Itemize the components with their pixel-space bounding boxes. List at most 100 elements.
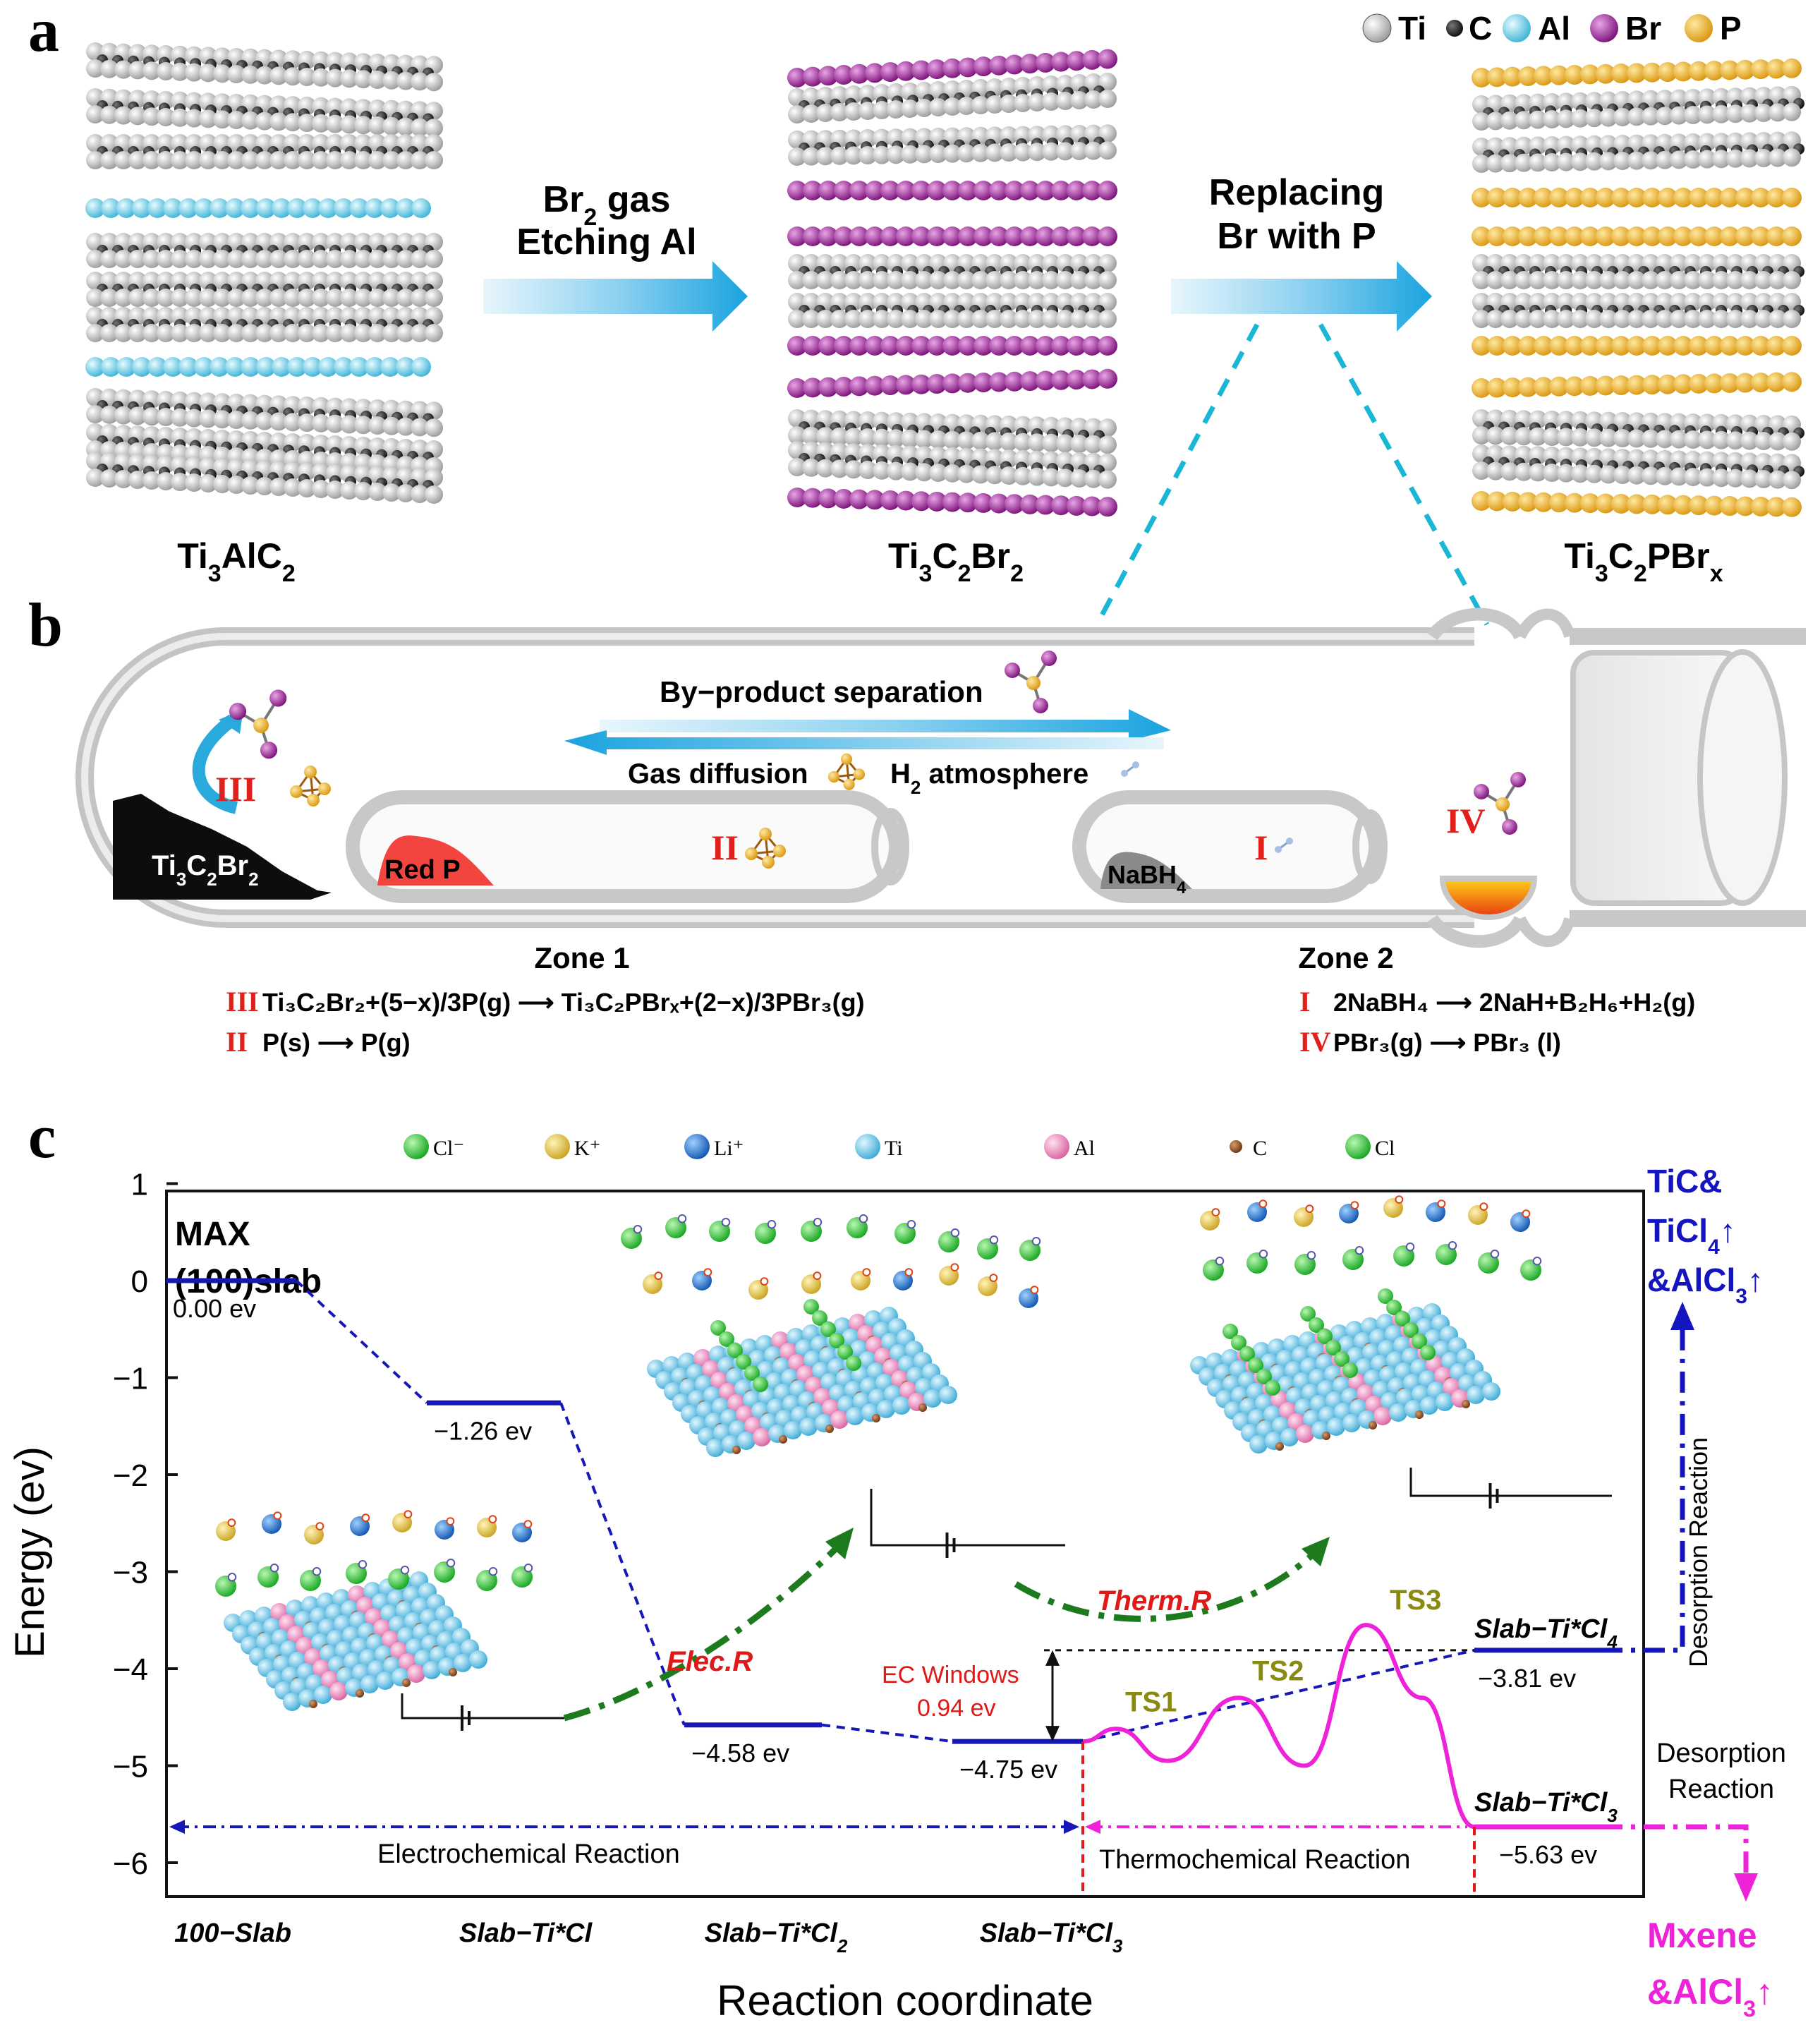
br-atom [1098,497,1117,517]
ti-atom [326,52,344,71]
al-atom [163,357,183,377]
circuit-wire [870,1489,1065,1547]
molecule-icons [229,651,1526,869]
legend-ion-ball [545,1134,570,1159]
step-ii-label: II [711,828,739,867]
c-atom [402,1679,411,1687]
ti-atom [1486,271,1505,289]
ti-atom [1712,469,1730,488]
p-atom [1673,374,1693,394]
ion-charge [721,1218,731,1227]
br-atom [1067,370,1086,390]
p-atom [1704,61,1724,81]
br-atom [818,226,838,246]
br-atom [973,336,993,356]
br-atom [787,488,807,507]
ti-atom [411,118,429,137]
ti-atom [298,479,316,497]
al-atom [101,357,121,377]
br-atom [1051,336,1071,356]
energy-level-label: −1.26 ev [434,1416,532,1445]
red-p-label: Red P [384,855,461,885]
ti-atom [213,250,231,268]
ti-atom [269,112,288,131]
ti-atom [298,114,316,132]
electrochemical-label: Electrochemical Reaction [377,1839,680,1869]
ti-atom [873,254,891,272]
y-tick-label: −6 [113,1846,148,1881]
ti-atom [1515,111,1533,130]
p-atom [1689,495,1709,516]
al-atom [272,198,291,218]
ti-atom [255,151,274,169]
ti-atom [368,116,387,135]
ti-atom [957,144,976,163]
zoom-line-right [1318,323,1490,626]
ti-atom [1627,429,1646,448]
ti-atom [844,310,863,328]
circuit-wire [1409,1468,1612,1497]
p-atom [1487,491,1507,512]
ti-atom [1482,1382,1500,1401]
ti-atom [114,406,133,425]
ti-atom [185,409,203,428]
ti-atom [1740,104,1759,123]
ion-charge [904,1268,914,1276]
br-atom [1020,181,1040,200]
ti-atom [298,250,316,268]
legend-c-text: C [1469,10,1492,47]
ion-charge [989,1274,998,1282]
br-atom [989,181,1009,200]
ti-atom [943,271,961,289]
h-atom [1132,761,1139,768]
c-atom [825,1425,834,1433]
ti-atom [368,151,387,169]
ti-atom [844,271,863,289]
structure-ti3alc2 [85,42,443,504]
p-atom [1549,492,1569,513]
ti-atom [971,96,990,114]
p-atom [1720,226,1740,246]
ti-atom [1042,468,1060,487]
reaction-iv-text: PBr₃(g) ⟶ PBr₃ (l) [1333,1028,1561,1057]
ti-atom [1056,469,1074,488]
ti-atom [1486,461,1505,480]
ti-atom [128,471,147,489]
ti-atom [1670,150,1688,169]
ti-atom [269,412,288,431]
p-atom [1720,373,1740,393]
cl-atom [1223,1324,1238,1339]
byproduct-text: By−product separation [660,675,983,708]
al-atom [225,357,245,377]
ti-atom [873,411,891,430]
h-atom [1121,770,1128,777]
ti-atom [1249,1435,1268,1453]
cl-atom [727,1343,743,1358]
ti-atom [340,151,358,169]
ion-charge [703,1268,712,1276]
ti-atom [957,431,976,450]
ti-atom [1084,310,1103,328]
br-atom [803,66,823,87]
ti-atom [1529,463,1547,482]
ti-atom [382,483,401,502]
br-atom [942,373,962,394]
ti-atom [1070,310,1088,328]
legend-al-text: Al [1538,10,1570,47]
transition-state-label: TS2 [1252,1656,1304,1687]
ti-atom [86,59,104,78]
br-atom [911,226,931,246]
ion-charge [1305,1204,1314,1213]
br-atom [834,65,854,85]
ti-atom [1627,107,1646,126]
ti-atom [213,289,231,307]
br-atom [1051,370,1071,390]
br-atom [989,55,1009,75]
ti-atom [873,271,891,289]
p-atom [1658,336,1678,356]
level-connector [295,1279,428,1404]
cl-atom [1317,1329,1333,1344]
ti-atom [1000,466,1018,485]
ti-atom [1599,108,1618,127]
ti-atom [799,1418,818,1436]
